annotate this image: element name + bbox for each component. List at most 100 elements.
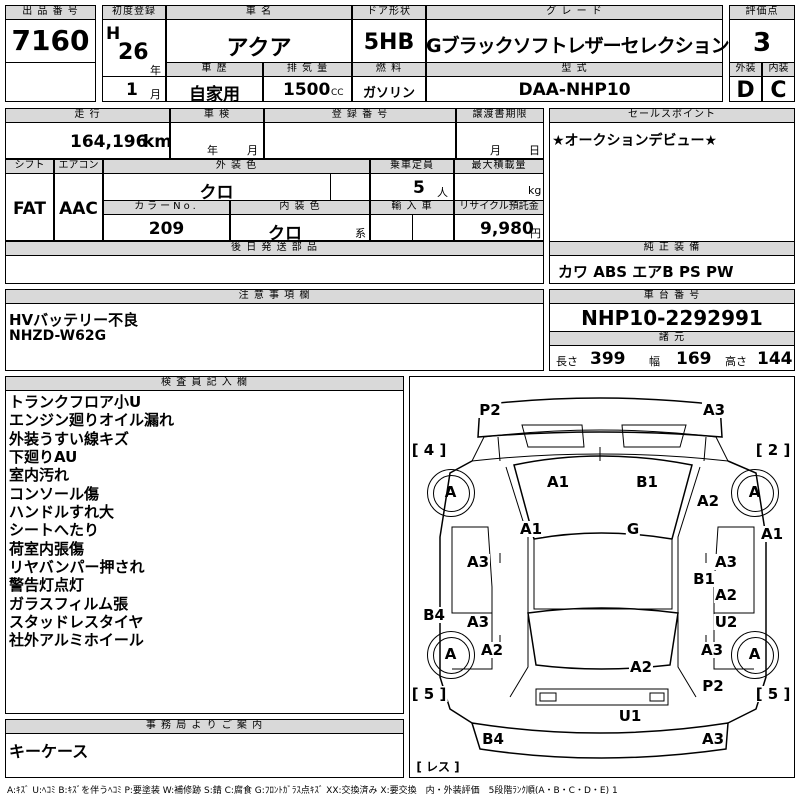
inspector-note: ガラスフィルム張: [9, 595, 129, 613]
tire-front-left-code: A: [444, 483, 457, 501]
width-label: 幅: [649, 355, 660, 368]
mileage-unit: km: [143, 132, 173, 152]
tire-front-right: A: [731, 469, 779, 517]
specs-header: 諸 元: [549, 331, 795, 346]
damage-label: A2: [695, 492, 721, 510]
damage-label: A2: [479, 641, 505, 659]
aircon-header: エアコン: [54, 159, 103, 174]
capacity: 5: [413, 178, 425, 198]
panel-number: 5: [423, 685, 435, 703]
panel-bracket-5-right: [ 5 ]: [754, 685, 792, 703]
panel-bracket-4: [ 4 ]: [410, 441, 448, 459]
car-outline: [439, 397, 767, 759]
interior-score: C: [770, 78, 787, 103]
length-label: 長さ: [556, 355, 578, 368]
month-unit: 月: [150, 88, 161, 101]
spare-tire-note: レス: [425, 760, 451, 774]
inspector-note: エンジン廻りオイル漏れ: [9, 411, 175, 429]
damage-label: U2: [713, 613, 739, 631]
panel-bracket-5-left: [ 5 ]: [410, 685, 448, 703]
int-color: クロ: [268, 224, 302, 244]
damage-label: G: [625, 520, 641, 538]
shift: FAT: [12, 199, 47, 219]
model-header: 型 式: [426, 62, 723, 77]
int-color-header: 内 装 色: [230, 200, 370, 215]
tire-rear-right-code: A: [748, 645, 761, 663]
tire-rear-right: A: [731, 631, 779, 679]
int-color-unit: 系: [355, 227, 366, 240]
inspector-header: 検 査 員 記 入 欄: [5, 376, 404, 391]
damage-label: A3: [465, 553, 491, 571]
damage-label: U1: [617, 707, 643, 725]
equipment: カワ ABS エアB PS PW: [558, 263, 734, 281]
damage-label: A2: [713, 586, 739, 604]
damage-label: B1: [635, 473, 659, 491]
exterior-header: 外装: [729, 62, 762, 77]
damage-label: A3: [465, 613, 491, 631]
later-parts-header: 後 日 発 送 部 品: [5, 241, 544, 256]
lot-blank-cell: [5, 62, 96, 102]
car-name-header: 車 名: [166, 5, 352, 20]
grade: Gブラックソフトレザーセレクション: [426, 35, 730, 57]
damage-label: A2: [628, 658, 654, 676]
max-load-unit: kg: [528, 184, 542, 197]
damage-label: A3: [701, 401, 727, 419]
mileage: 164,196: [70, 132, 148, 152]
inspection-year-unit: 年: [207, 144, 218, 157]
car-diagram: A A A A P2 A3 [ 4 ] [ 2 ] A1 B1 A2 A1 G …: [409, 376, 795, 778]
history-header: 車 歴: [166, 62, 263, 77]
inspector-note: シートへたり: [9, 521, 100, 539]
inspector-note: 荷室内張傷: [9, 540, 85, 558]
exterior-score: D: [736, 78, 755, 103]
height-label: 高さ: [725, 355, 747, 368]
car-name: アクア: [226, 36, 292, 61]
inspector-note: トランクフロア小U: [9, 393, 142, 411]
mileage-header: 走 行: [5, 108, 170, 123]
recycle: 9,980: [480, 219, 534, 239]
color-no-header: カラーNo.: [103, 200, 230, 215]
tire-rear-left-code: A: [444, 645, 457, 663]
door-type-header: ドア形状: [352, 5, 426, 20]
spare-tire-bracket: [ レス ]: [415, 759, 461, 775]
displacement-unit: CC: [331, 88, 344, 98]
damage-label: B4: [422, 606, 446, 624]
inspection-month-unit: 月: [247, 144, 258, 157]
year-unit: 年: [150, 64, 161, 77]
damage-label: P2: [701, 677, 725, 695]
length: 399: [590, 349, 626, 369]
score-header: 評価点: [729, 5, 795, 20]
notes-line-2: NHZD-W62G: [9, 328, 107, 344]
history: 自家用: [189, 85, 240, 105]
transfer-day-unit: 日: [529, 144, 540, 157]
first-reg-header: 初度登録: [102, 5, 166, 20]
chassis-header: 車 台 番 号: [549, 289, 795, 304]
panel-bracket-2: [ 2 ]: [754, 441, 792, 459]
door-type: 5HB: [363, 30, 415, 55]
inspection-header: 車 検: [170, 108, 264, 123]
transfer-header: 譲渡書期限: [456, 108, 544, 123]
model: DAA-NHP10: [518, 80, 631, 100]
panel-number: 4: [423, 441, 435, 459]
tire-rear-left: A: [427, 631, 475, 679]
ext-color-divider: [330, 173, 331, 201]
capacity-header: 乗車定員: [370, 159, 454, 174]
max-load-header: 最大積載量: [454, 159, 544, 174]
chassis-no: NHP10-2292991: [581, 306, 763, 330]
interior-header: 内装: [762, 62, 795, 77]
inspector-note: リヤバンパー押され: [9, 558, 145, 576]
legend: A:ｷｽﾞ U:ﾍｺﾐ B:ｷｽﾞを伴うﾍｺﾐ P:要塗装 W:補修跡 S:錆 …: [7, 786, 618, 796]
capacity-unit: 人: [437, 186, 448, 199]
reg-month: 1: [126, 80, 138, 100]
damage-label: B4: [481, 730, 505, 748]
notes-header: 注 意 事 項 欄: [5, 289, 544, 304]
sales-point-header: セールスポイント: [549, 108, 795, 123]
lot-number-header: 出 品 番 号: [5, 5, 96, 20]
office-header: 事 務 局 よ り ご 案 内: [5, 719, 404, 734]
panel-number: 5: [767, 685, 779, 703]
import-divider: [412, 214, 413, 241]
first-reg-divider: [102, 76, 166, 77]
office-note: キーケース: [9, 742, 89, 761]
damage-label: P2: [478, 401, 502, 419]
reg-year: 26: [118, 40, 149, 65]
lot-number: 7160: [11, 24, 90, 57]
